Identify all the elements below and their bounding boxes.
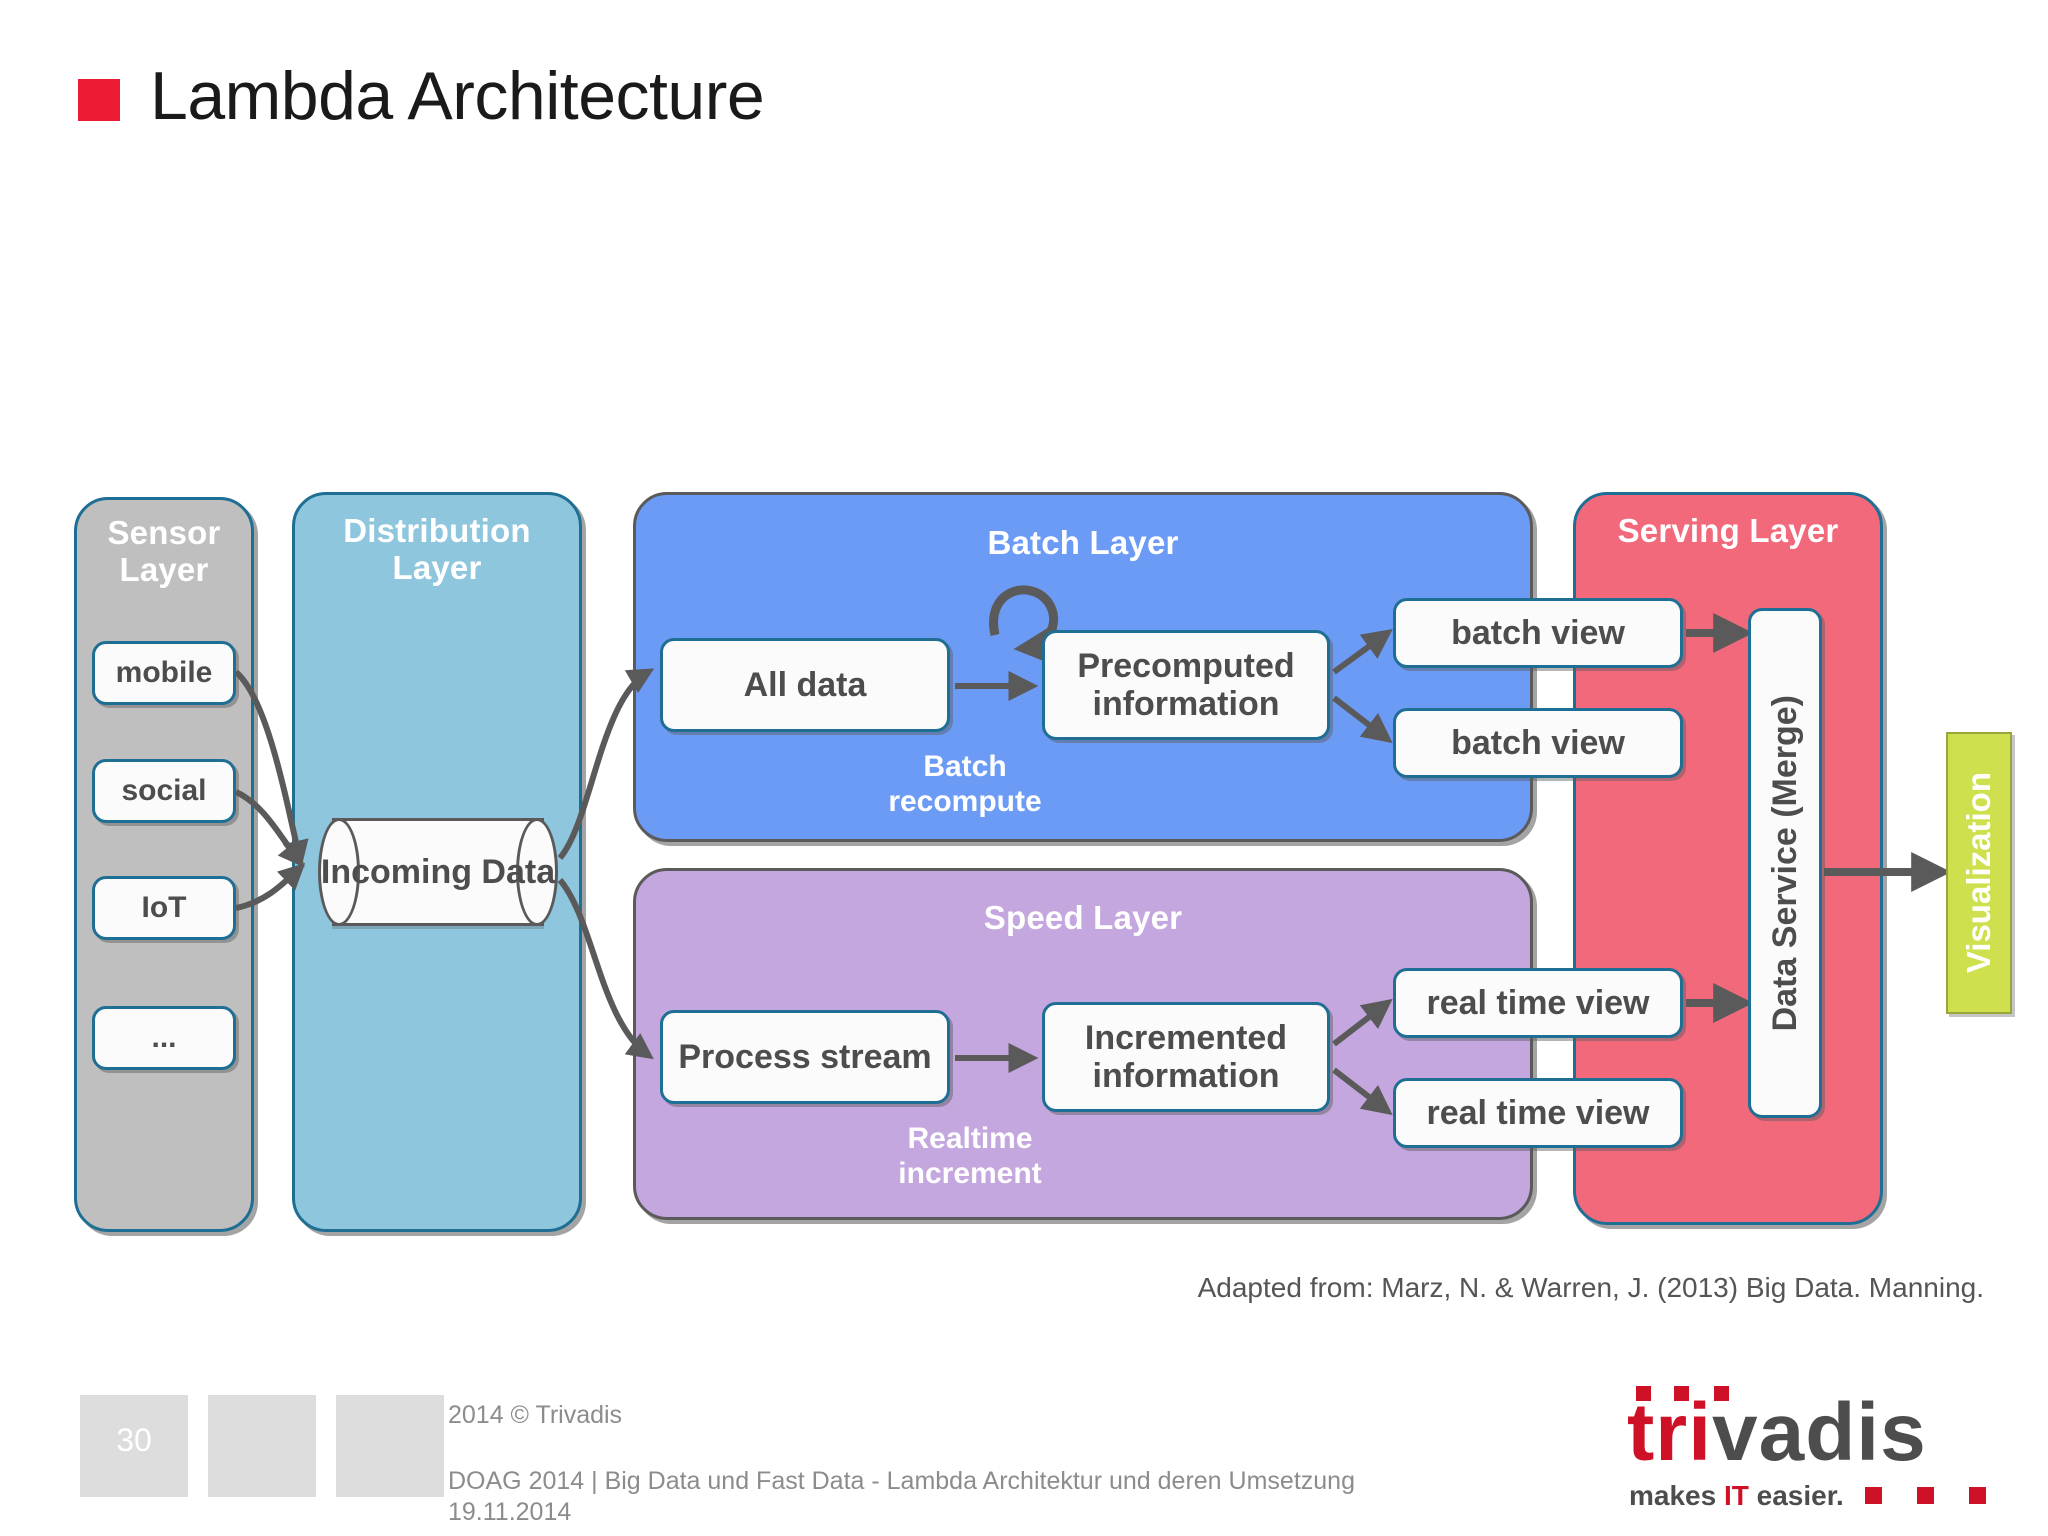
footer-copyright: 2014 © Trivadis [448,1401,623,1429]
logo-tagline: makes IT easier. [1629,1480,1844,1512]
trivadis-logo: trivadis makes IT easier. [1627,1380,1997,1512]
data-service-merge-node[interactable]: Data Service (Merge) [1748,608,1822,1118]
logo-dot-3-icon [1714,1386,1729,1401]
all-data-node[interactable]: All data [660,638,950,732]
logo-square-3-icon [1969,1487,1986,1504]
visualization-label: Visualization [1960,772,1997,974]
real-time-view-node-2[interactable]: real time view [1393,1078,1683,1148]
cylinder-body [332,818,544,926]
precomputed-information-node[interactable]: Precomputed information [1042,630,1330,740]
visualization-node[interactable]: Visualization [1946,732,2012,1014]
process-stream-node[interactable]: Process stream [660,1010,950,1104]
incoming-data-label: Incoming Data [320,852,556,891]
sensor-item-more[interactable]: ... [92,1006,236,1070]
batch-view-node-1[interactable]: batch view [1393,598,1683,668]
incoming-data-node[interactable]: Incoming Data [318,818,558,926]
realtime-increment-label: Realtime increment [898,1122,1042,1190]
cylinder-cap-left [318,818,360,926]
logo-tagline-it: IT [1723,1480,1749,1511]
footer-presentation-title: DOAG 2014 | Big Data und Fast Data - Lam… [448,1467,1355,1495]
sensor-item-mobile[interactable]: mobile [92,641,236,705]
data-service-label: Data Service (Merge) [1765,694,1804,1032]
cylinder-cap-right [516,818,558,926]
logo-square-1-icon [1865,1487,1882,1504]
footer-block-2 [208,1395,316,1497]
logo-word-red: tri [1627,1387,1712,1478]
layer-title-batch: Batch Layer [987,524,1179,561]
logo-dot-1-icon [1636,1386,1651,1401]
layer-sensor [74,497,254,1232]
layer-batch [633,492,1533,842]
footer-block-3 [336,1395,444,1497]
logo-square-2-icon [1917,1487,1934,1504]
slide-footer: 30 2014 © Trivadis DOAG 2014 | Big Data … [0,1380,2048,1536]
layer-title-speed: Speed Layer [983,899,1183,936]
layer-speed [633,868,1533,1220]
title-bullet-icon [78,79,120,121]
page-number: 30 [116,1422,152,1458]
source-attribution: Adapted from: Marz, N. & Warren, J. (201… [1197,1272,1984,1303]
page-title: Lambda Architecture [78,58,765,134]
title-text: Lambda Architecture [150,58,765,134]
logo-tagline-post: easier. [1748,1480,1844,1511]
layer-serving [1573,492,1883,1225]
layer-title-sensor: Sensor Layer [107,514,221,588]
footer-text: 2014 © Trivadis DOAG 2014 | Big Data und… [448,1400,1355,1529]
batch-view-node-2[interactable]: batch view [1393,708,1683,778]
logo-tagline-pre: makes [1629,1480,1724,1511]
sensor-item-iot[interactable]: IoT [92,876,236,940]
layer-title-serving: Serving Layer [1617,512,1839,549]
logo-word-grey: vadis [1712,1387,1927,1478]
layer-distribution [292,492,582,1232]
footer-block-1 [80,1395,188,1497]
logo-wordmark: trivadis [1627,1392,1927,1474]
real-time-view-node-1[interactable]: real time view [1393,968,1683,1038]
footer-date: 19.11.2014 [448,1498,572,1527]
incremented-information-node[interactable]: Incremented information [1042,1002,1330,1112]
logo-dot-2-icon [1674,1386,1689,1401]
sensor-item-social[interactable]: social [92,759,236,823]
batch-recompute-label: Batch recompute [888,750,1042,818]
layer-title-distribution: Distribution Layer [343,512,531,586]
